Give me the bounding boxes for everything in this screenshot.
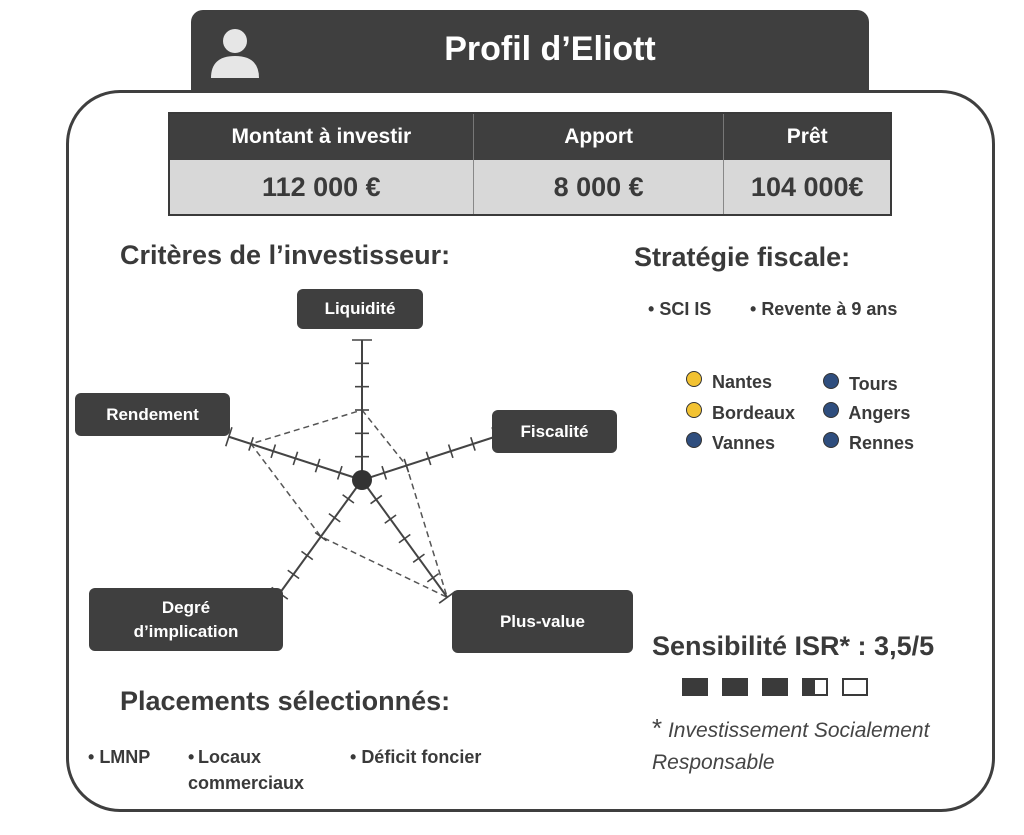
city-label: Angers	[848, 403, 911, 423]
city-tours: Tours	[823, 373, 898, 395]
isr-title: Sensibilité ISR* : 3,5/5	[652, 631, 935, 661]
placement-label: LMNP	[99, 747, 151, 767]
radar-tick	[248, 437, 254, 451]
radar-tick	[301, 550, 314, 561]
placements-title: Placements sélectionnés:	[120, 686, 451, 716]
value-apport: 8 000 €	[473, 160, 725, 215]
radar-tick	[225, 426, 233, 447]
radar-tick	[287, 569, 300, 580]
city-label: Nantes	[712, 372, 773, 392]
value-pret: 104 000€	[723, 160, 892, 215]
profile-title: Profil d’Eliott	[444, 30, 656, 68]
placement-label: Locaux commerciaux	[188, 747, 305, 793]
axis-label-fiscalite: Fiscalité	[492, 410, 617, 453]
fiscal-item-sci-is: • SCI IS	[648, 299, 712, 319]
radar-tick	[342, 494, 355, 504]
axis-label-plus-value: Plus-value	[452, 590, 633, 653]
isr-note: * Investissement Socialement Responsable	[652, 712, 982, 779]
city-vannes: Vannes	[686, 432, 775, 454]
city-rennes: Rennes	[823, 432, 914, 454]
isr-box	[722, 678, 748, 696]
placement-item-lmnp: • LMNP	[88, 747, 151, 767]
blue-dot-icon	[823, 373, 839, 389]
fiscal-item-revente: • Revente à 9 ans	[750, 299, 898, 319]
radar-tick	[398, 533, 411, 544]
header-apport: Apport	[473, 113, 725, 160]
radar-tick	[328, 512, 341, 523]
isr-box	[802, 678, 828, 696]
finance-table: Montant à investir Apport Prêt 112 000 €…	[168, 112, 892, 216]
radar-tick	[370, 494, 383, 505]
isr-note-text: Investissement Socialement Responsable	[652, 719, 930, 774]
placement-item-deficit: • Déficit foncier	[350, 747, 482, 767]
isr-note-star: *	[652, 713, 663, 743]
yellow-dot-icon	[686, 371, 702, 387]
radar-tick	[470, 437, 476, 451]
city-label: Tours	[849, 374, 898, 394]
isr-box	[682, 678, 708, 696]
axis-label-rendement: Rendement	[75, 393, 230, 436]
axis-label-degre-implication: Degré d’implication	[89, 588, 283, 651]
city-label: Rennes	[849, 433, 915, 453]
radar-tick	[426, 572, 440, 583]
blue-dot-icon	[686, 432, 702, 448]
criteria-title: Critères de l’investisseur:	[120, 240, 451, 270]
yellow-dot-icon	[686, 402, 702, 418]
radar-tick	[425, 451, 432, 466]
city-angers: Angers	[823, 402, 910, 424]
placement-item-locaux: •Locaux commerciaux	[188, 747, 305, 793]
radar-tick	[336, 465, 343, 480]
isr-box	[762, 678, 788, 696]
isr-rating	[682, 678, 882, 700]
city-label: Bordeaux	[712, 403, 796, 423]
city-nantes: Nantes	[686, 371, 772, 393]
axis-label-liquidite: Liquidité	[297, 289, 423, 329]
user-icon	[211, 29, 259, 78]
radar-tick	[381, 465, 388, 480]
radar-tick	[314, 458, 321, 473]
header-montant: Montant à investir	[169, 113, 474, 160]
city-bordeaux: Bordeaux	[686, 402, 795, 424]
placement-label: Déficit foncier	[361, 747, 482, 767]
value-montant: 112 000 €	[169, 160, 474, 215]
finance-value-row: 112 000 € 8 000 € 104 000€	[169, 160, 892, 215]
radar-score-polygon	[249, 409, 449, 599]
isr-box	[842, 678, 868, 696]
radar-tick	[403, 458, 410, 473]
fiscal-item-label: Revente à 9 ans	[761, 299, 898, 319]
radar-tick	[384, 514, 397, 524]
fiscal-title: Stratégie fiscale:	[634, 242, 851, 272]
city-label: Vannes	[712, 433, 776, 453]
blue-dot-icon	[823, 432, 839, 448]
radar-tick	[270, 444, 277, 459]
radar-tick	[447, 444, 454, 459]
radar-tick	[314, 531, 327, 542]
finance-header-row: Montant à investir Apport Prêt	[169, 113, 892, 160]
fiscal-item-label: SCI IS	[659, 299, 712, 319]
radar-center	[352, 470, 372, 490]
radar-tick	[292, 451, 299, 466]
blue-dot-icon	[823, 402, 839, 418]
profile-header: Profil d’Eliott	[191, 10, 869, 92]
radar-tick	[412, 553, 425, 563]
header-pret: Prêt	[723, 113, 892, 160]
